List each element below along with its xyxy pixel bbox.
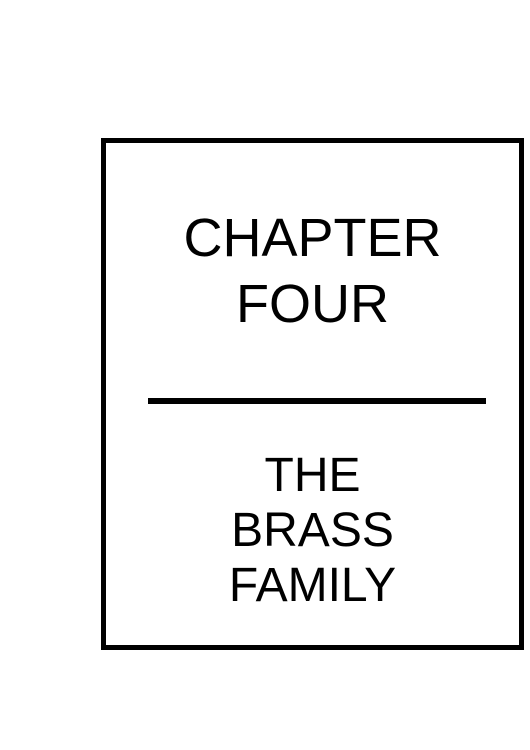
- chapter-subtitle-line-3: FAMILY: [228, 559, 397, 612]
- chapter-title-frame: CHAPTER FOUR THE BRASS FAMILY: [101, 138, 524, 650]
- divider-rule: [148, 398, 486, 404]
- chapter-subtitle-line-2: BRASS: [231, 504, 394, 557]
- chapter-heading-line-1: CHAPTER: [183, 208, 442, 268]
- chapter-heading-line-2: FOUR: [236, 274, 389, 334]
- chapter-heading: CHAPTER FOUR: [106, 205, 519, 337]
- chapter-subtitle-line-1: THE: [264, 449, 361, 502]
- chapter-subtitle: THE BRASS FAMILY: [106, 448, 519, 613]
